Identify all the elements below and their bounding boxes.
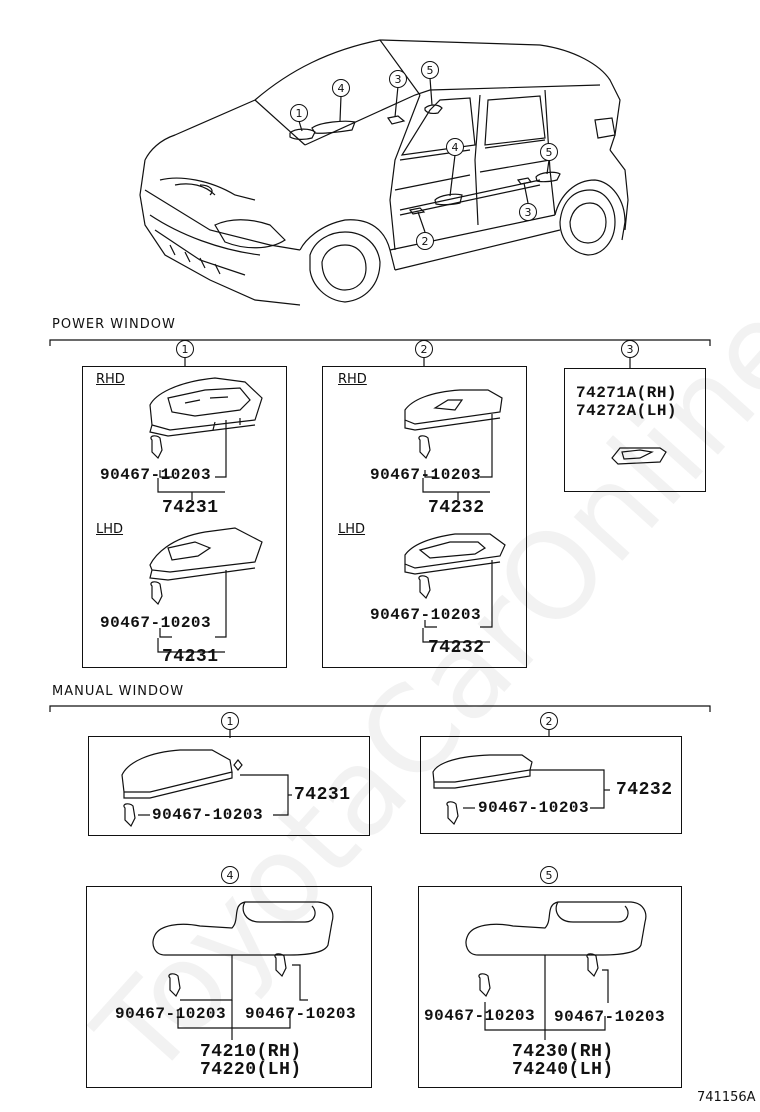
power-window-title: POWER WINDOW (52, 317, 176, 332)
armrest-74230-drawing (465, 901, 647, 1040)
pw-col1-rhd-label: RHD (96, 372, 125, 387)
manual-window-title: MANUAL WINDOW (52, 684, 185, 699)
armrest-col4-box (86, 886, 372, 1088)
car-callout-1: 1 (290, 104, 308, 122)
pw-col3-box (564, 368, 706, 492)
pw-col3-part-lh: 74272A(LH) (576, 402, 678, 420)
armrest-col5-part-rh: 74230(RH) (512, 1042, 614, 1062)
mw-col1-box (88, 736, 370, 836)
pw-col1-lhd-clip: 90467-10203 (100, 614, 212, 632)
pw-col2-rhd-part: 74232 (428, 498, 485, 518)
mw-col2-drawing (432, 754, 610, 826)
armrest-col5-box (418, 886, 682, 1088)
car-callout-3b: 3 (519, 203, 537, 221)
car-callout-5b: 5 (540, 143, 558, 161)
pw-col2-lhd-switch-drawing (404, 533, 506, 650)
car-callout-5: 5 (421, 61, 439, 79)
mw-ref-1: 1 (221, 712, 239, 730)
armrest-col5-clip-left: 90467-10203 (424, 1007, 536, 1025)
pw-col2-lhd-clip: 90467-10203 (370, 606, 482, 624)
pw-col2-lhd-label: LHD (338, 522, 366, 537)
manual-window-bracket (49, 705, 711, 712)
pw-col2-lhd-part: 74232 (428, 638, 485, 658)
pw-ref-2: 2 (415, 340, 433, 358)
armrest-74210-drawing (152, 901, 334, 1040)
pw-col1-box (82, 366, 287, 668)
pw-col2-rhd-switch-drawing (404, 389, 503, 500)
car-callout-3: 3 (389, 70, 407, 88)
mw-col1-drawing (121, 749, 292, 828)
car-illustration (139, 39, 629, 306)
mw-ref-2: 2 (540, 712, 558, 730)
mw-col1-clip: 90467-10203 (152, 806, 264, 824)
armrest-col4-part-rh: 74210(RH) (200, 1042, 302, 1062)
armrest-col4-clip-right: 90467-10203 (245, 1005, 357, 1023)
power-window-bracket (49, 339, 711, 346)
pw-col3-switch-drawing (611, 447, 667, 465)
car-callout-4: 4 (332, 79, 350, 97)
pw-col2-box (322, 366, 527, 668)
armrest-col4-clip-left: 90467-10203 (115, 1005, 227, 1023)
pw-ref-3: 3 (621, 340, 639, 358)
pw-col1-lhd-part: 74231 (162, 647, 219, 667)
mw-col2-box (420, 736, 682, 834)
car-callout-4b: 4 (446, 138, 464, 156)
armrest-ref-4: 4 (221, 866, 239, 884)
mw-col2-clip: 90467-10203 (478, 799, 590, 817)
pw-col1-rhd-part: 74231 (162, 498, 219, 518)
mw-col1-part: 74231 (294, 785, 351, 805)
armrest-col5-clip-right: 90467-10203 (554, 1008, 666, 1026)
mw-col2-part: 74232 (616, 780, 673, 800)
figure-number: 741156A (697, 1090, 756, 1105)
pw-col2-rhd-clip: 90467-10203 (370, 466, 482, 484)
armrest-col4-part-lh: 74220(LH) (200, 1060, 302, 1080)
armrest-ref-5: 5 (540, 866, 558, 884)
pw-col1-rhd-switch-drawing (149, 377, 263, 500)
pw-col1-lhd-switch-drawing (149, 527, 263, 660)
pw-col1-lhd-label: LHD (96, 522, 124, 537)
armrest-col5-part-lh: 74240(LH) (512, 1060, 614, 1080)
pw-col1-rhd-clip: 90467-10203 (100, 466, 212, 484)
pw-col2-rhd-label: RHD (338, 372, 367, 387)
car-callout-2: 2 (416, 232, 434, 250)
pw-col3-part-rh: 74271A(RH) (576, 384, 678, 402)
pw-ref-1: 1 (176, 340, 194, 358)
